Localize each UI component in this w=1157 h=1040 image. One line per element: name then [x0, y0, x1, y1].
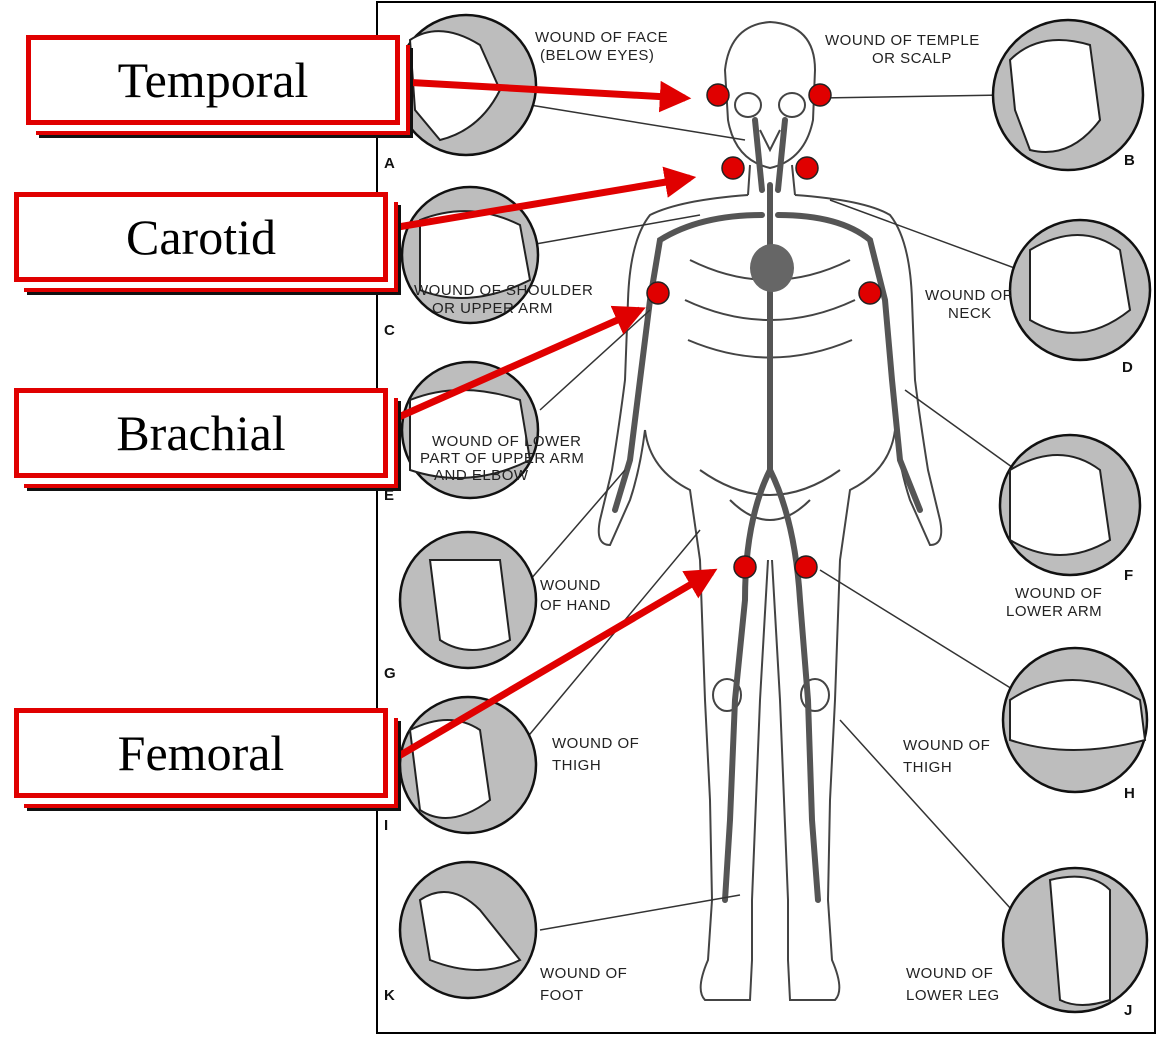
caption-f-line1: WOUND OF: [1015, 585, 1102, 602]
carotid-point-left: [796, 157, 818, 179]
caption-d-line1: WOUND OF: [925, 287, 1012, 304]
caption-a-line1: WOUND OF FACE: [535, 29, 668, 46]
caption-e-line1: WOUND OF LOWER: [432, 433, 582, 450]
caption-c-line1: WOUND OF SHOULDER: [414, 282, 593, 299]
temporal-callout: Temporal: [26, 35, 400, 125]
caption-i-line1: WOUND OF: [552, 735, 639, 752]
temporal-point-left: [809, 84, 831, 106]
caption-b-line1: WOUND OF TEMPLE: [825, 32, 980, 49]
brachial-callout: Brachial: [14, 388, 388, 478]
femoral-label: Femoral: [118, 724, 285, 782]
panel-c-letter: C: [384, 322, 395, 339]
caption-i-line2: THIGH: [552, 757, 601, 774]
heart-icon: [750, 244, 794, 292]
caption-k-line2: FOOT: [540, 987, 584, 1004]
caption-j-line2: LOWER LEG: [906, 987, 1000, 1004]
panel-f-letter: F: [1124, 567, 1133, 584]
caption-k-line1: WOUND OF: [540, 965, 627, 982]
panel-g-letter: G: [384, 665, 396, 682]
femoral-point-right: [734, 556, 756, 578]
panel-k-letter: K: [384, 987, 395, 1004]
caption-g-line1: WOUND: [540, 577, 601, 594]
femoral-callout: Femoral: [14, 708, 388, 798]
carotid-callout: Carotid: [14, 192, 388, 282]
brachial-point-left: [859, 282, 881, 304]
temporal-point-right: [707, 84, 729, 106]
caption-h-line2: THIGH: [903, 759, 952, 776]
panel-i-letter: I: [384, 817, 388, 834]
temporal-label: Temporal: [118, 51, 309, 109]
panel-d-letter: D: [1122, 359, 1133, 376]
brachial-label: Brachial: [116, 404, 285, 462]
caption-h-line1: WOUND OF: [903, 737, 990, 754]
caption-j-line1: WOUND OF: [906, 965, 993, 982]
caption-e-line2: PART OF UPPER ARM: [420, 450, 584, 467]
caption-e-line3: AND ELBOW: [434, 467, 529, 484]
carotid-label: Carotid: [126, 208, 276, 266]
panel-h-letter: H: [1124, 785, 1135, 802]
caption-b-line2: OR SCALP: [872, 50, 952, 67]
panel-b-letter: B: [1124, 152, 1135, 169]
brachial-point-right: [647, 282, 669, 304]
panel-j-letter: J: [1124, 1002, 1132, 1019]
caption-a-line2: (BELOW EYES): [540, 47, 654, 64]
panel-e-letter: E: [384, 487, 394, 504]
caption-g-line2: OF HAND: [540, 597, 611, 614]
caption-d-line2: NECK: [948, 305, 992, 322]
caption-c-line2: OR UPPER ARM: [432, 300, 553, 317]
carotid-point-right: [722, 157, 744, 179]
caption-f-line2: LOWER ARM: [1006, 603, 1102, 620]
femoral-point-left: [795, 556, 817, 578]
panel-a-letter: A: [384, 155, 395, 172]
